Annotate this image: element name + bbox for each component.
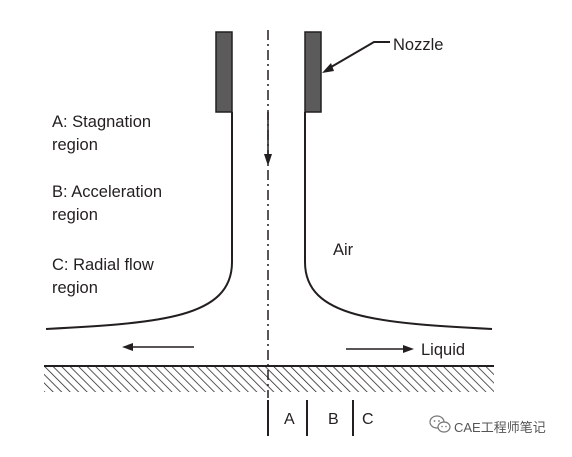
legend-a-line2: region <box>52 136 98 154</box>
legend-a-line1: A: Stagnation <box>52 113 151 131</box>
zone-label-c: C <box>362 411 374 428</box>
wechat-icon <box>429 415 451 433</box>
nozzle-leader <box>325 41 390 71</box>
air-label: Air <box>333 241 354 259</box>
zone-label-b: B <box>328 411 339 428</box>
jet-surface-right <box>304 112 493 330</box>
legend-b-line1: B: Acceleration <box>52 183 162 201</box>
wall-hatching <box>44 367 494 392</box>
zone-label-a: A <box>284 411 295 428</box>
jet-flow-arrowhead <box>264 154 272 166</box>
nozzle-wall-right <box>304 31 322 113</box>
liquid-label: Liquid <box>421 341 465 359</box>
legend-b-line2: region <box>52 206 98 224</box>
nozzle-leader-arrowhead <box>322 63 334 73</box>
legend-c-line2: region <box>52 279 98 297</box>
radial-arrow-left-head <box>122 343 133 351</box>
nozzle-wall-left <box>215 31 233 113</box>
legend-c-line1: C: Radial flow <box>52 256 154 274</box>
radial-arrow-right-head <box>403 345 414 353</box>
watermark-text: CAE工程师笔记 <box>454 420 546 435</box>
nozzle-label: Nozzle <box>393 36 443 54</box>
jet-surface-left <box>45 112 233 330</box>
